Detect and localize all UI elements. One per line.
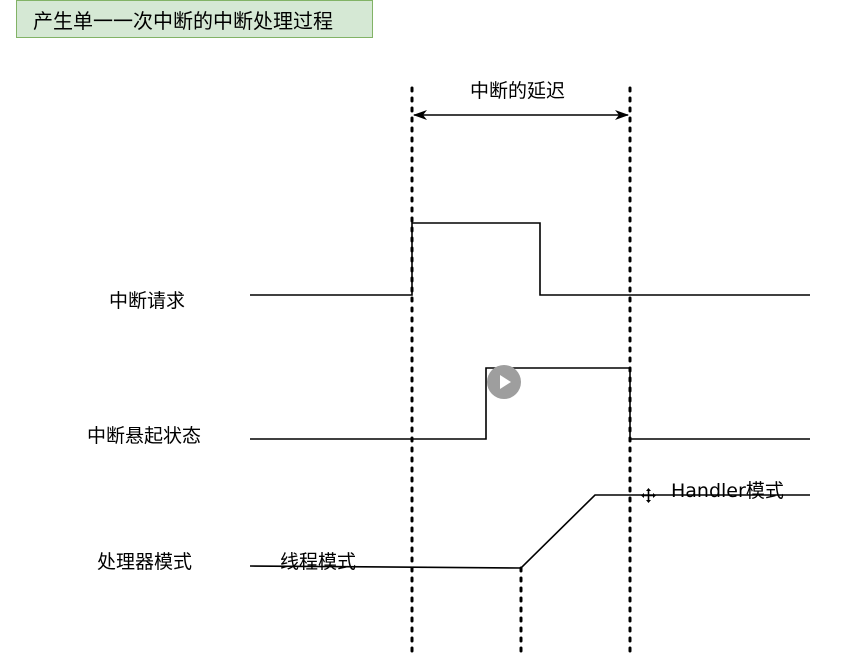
play-icon[interactable] — [487, 365, 521, 399]
mode-waveform — [249, 494, 810, 569]
diagram-title: 产生单一一次中断的中断处理过程 — [33, 8, 333, 33]
move-cursor-icon — [641, 488, 656, 503]
thread-mode-label: 线程模式 — [280, 551, 357, 573]
pending-waveform — [250, 367, 810, 440]
diagram-title-box: 产生单一一次中断的中断处理过程 — [16, 0, 373, 38]
signal-label-irq: 中断请求 — [109, 290, 186, 312]
irq-waveform — [250, 222, 810, 296]
signal-label-mode: 处理器模式 — [97, 551, 193, 573]
latency-label: 中断的延迟 — [470, 80, 566, 102]
signal-label-pending: 中断悬起状态 — [87, 425, 202, 447]
handler-mode-label: Handler模式 — [671, 480, 784, 502]
